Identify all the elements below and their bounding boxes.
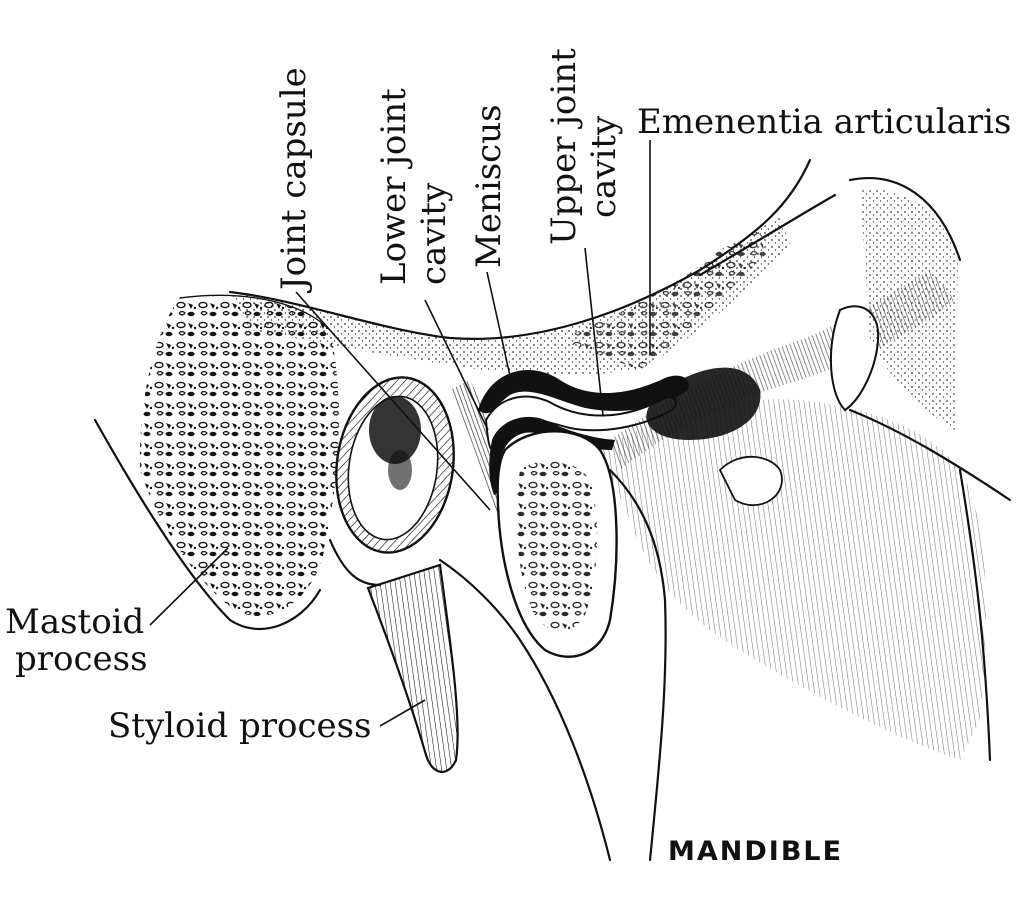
label-mastoid-line2: process [15,639,148,679]
label-lower-joint-cavity-line1: Lower joint [374,88,414,285]
labels: Joint capsule Lower joint cavity Meniscu… [5,48,1011,867]
mandibular-condyle [496,430,618,658]
label-mandible: MANDIBLE [668,836,843,867]
acoustic-meatus [335,376,455,554]
label-meniscus: Meniscus [469,104,509,268]
mandible-ramus [600,177,1012,862]
mastoid-process [93,294,339,630]
label-styloid-process: Styloid process [108,706,372,746]
label-lower-joint-cavity-line2: cavity [414,182,454,285]
styloid-process [328,538,459,773]
label-upper-joint-cavity-line1: Upper joint [544,48,584,245]
label-joint-capsule: Joint capsule [274,67,314,293]
leader-lines [149,140,651,727]
label-upper-joint-cavity-line2: cavity [584,115,624,218]
label-ementia-articularis: Emenentia articularis [637,102,1011,142]
label-mastoid-line1: Mastoid [5,602,144,642]
